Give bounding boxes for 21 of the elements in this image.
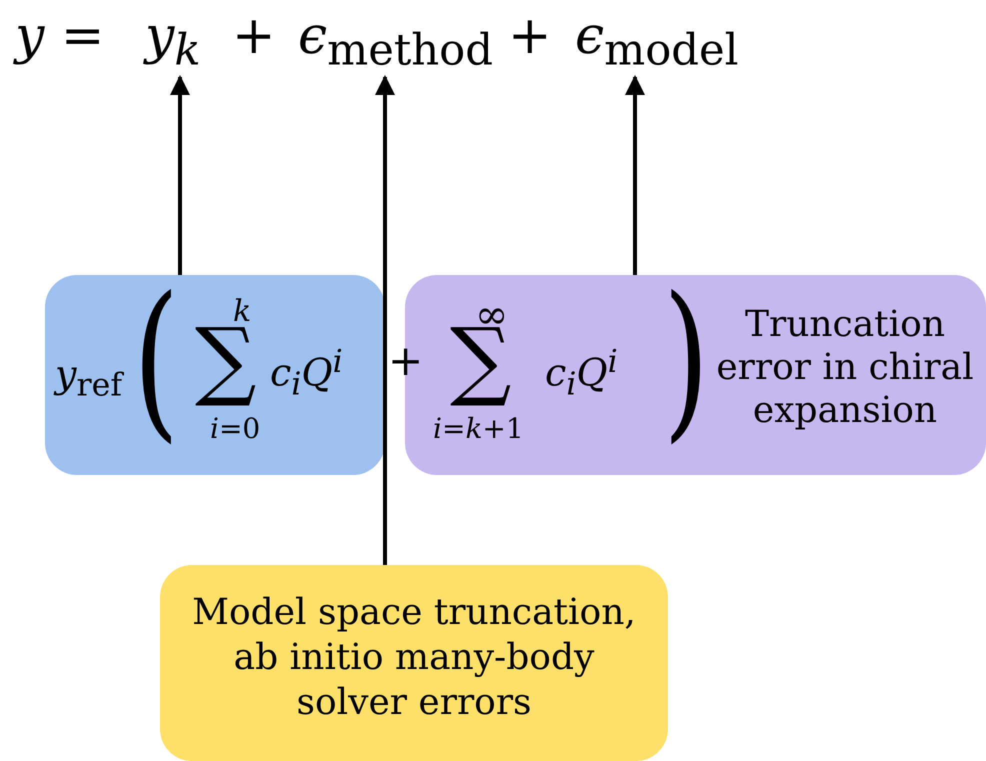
math-text: i=0	[210, 415, 260, 443]
math-text: c$_{i}$Q$^{i}$	[270, 347, 343, 401]
parenthesis: )	[662, 275, 710, 445]
arrow	[375, 75, 395, 565]
term-panel	[45, 275, 385, 475]
math-term: ϵ$_{method}$	[298, 10, 493, 73]
plus-sign: +	[232, 10, 276, 62]
math-term: y$_{k}$	[145, 10, 201, 73]
plus-sign: +	[508, 10, 552, 62]
plus-sign: +	[388, 340, 424, 382]
arrow	[170, 75, 190, 275]
math-text: i=k+1	[433, 415, 524, 443]
math-text: y$_{ref}$	[55, 355, 122, 402]
equation-text: y =	[15, 10, 104, 62]
parenthesis: (	[132, 275, 180, 445]
description-text: Truncation error in chiral expansion	[715, 303, 975, 433]
note-box	[160, 565, 668, 761]
arrow	[625, 75, 645, 275]
description-text: Model space truncation, ab initio many-body solver errors	[191, 591, 637, 725]
math-text: c$_{i}$Q$^{i}$	[545, 347, 618, 401]
math-term: ϵ$_{model}$	[575, 10, 739, 73]
